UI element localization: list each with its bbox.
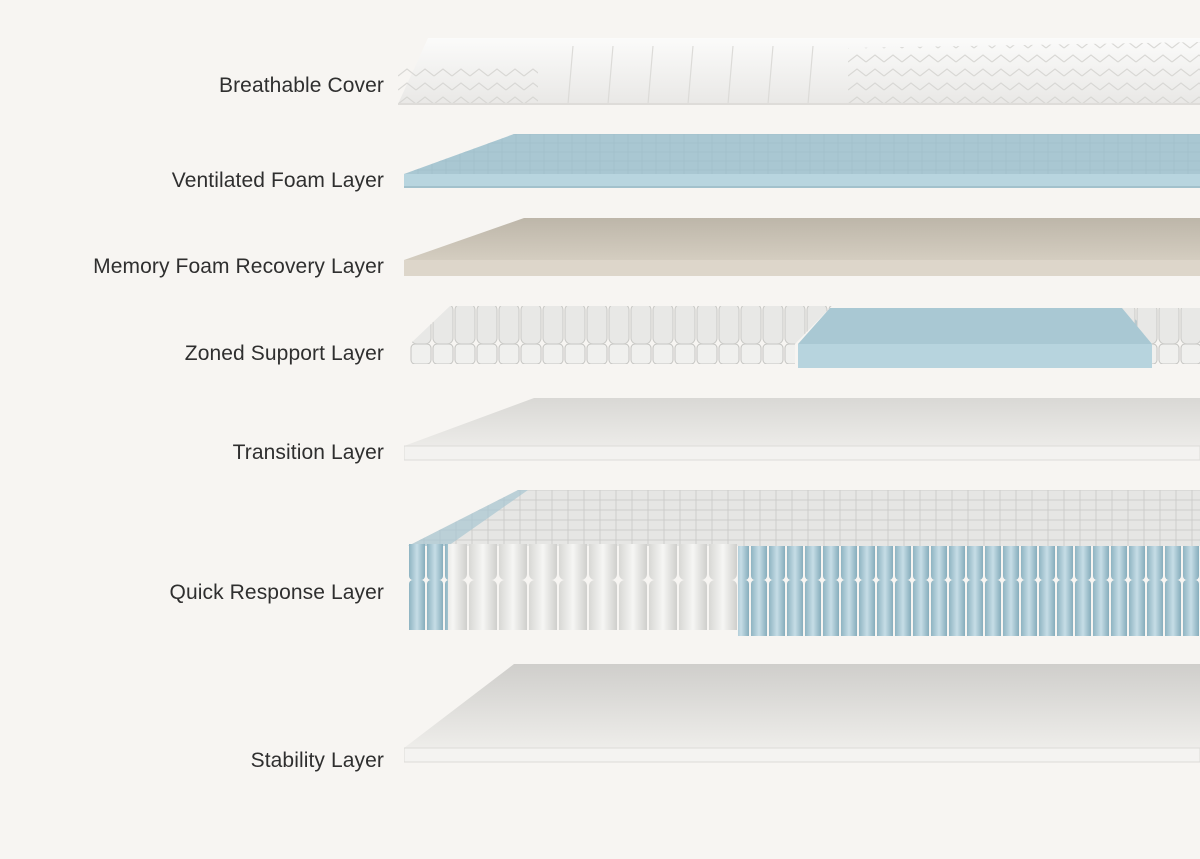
breathable-cover-layer [398, 38, 1200, 108]
label-ventilated-foam-layer: Ventilated Foam Layer [171, 169, 384, 192]
label-quick-response-layer: Quick Response Layer [169, 581, 384, 604]
transition-layer [404, 398, 1200, 464]
zoned-support-layer [410, 304, 1200, 370]
label-transition-layer: Transition Layer [232, 441, 384, 464]
label-memory-foam-recovery-layer: Memory Foam Recovery Layer [93, 255, 384, 278]
stability-layer [404, 664, 1200, 768]
memory-foam-recovery-layer [404, 218, 1200, 278]
label-stability-layer: Stability Layer [250, 749, 384, 772]
label-zoned-support-layer: Zoned Support Layer [184, 342, 384, 365]
ventilated-foam-layer [404, 134, 1200, 190]
quick-response-layer [408, 490, 1200, 638]
label-breathable-cover: Breathable Cover [218, 74, 384, 97]
